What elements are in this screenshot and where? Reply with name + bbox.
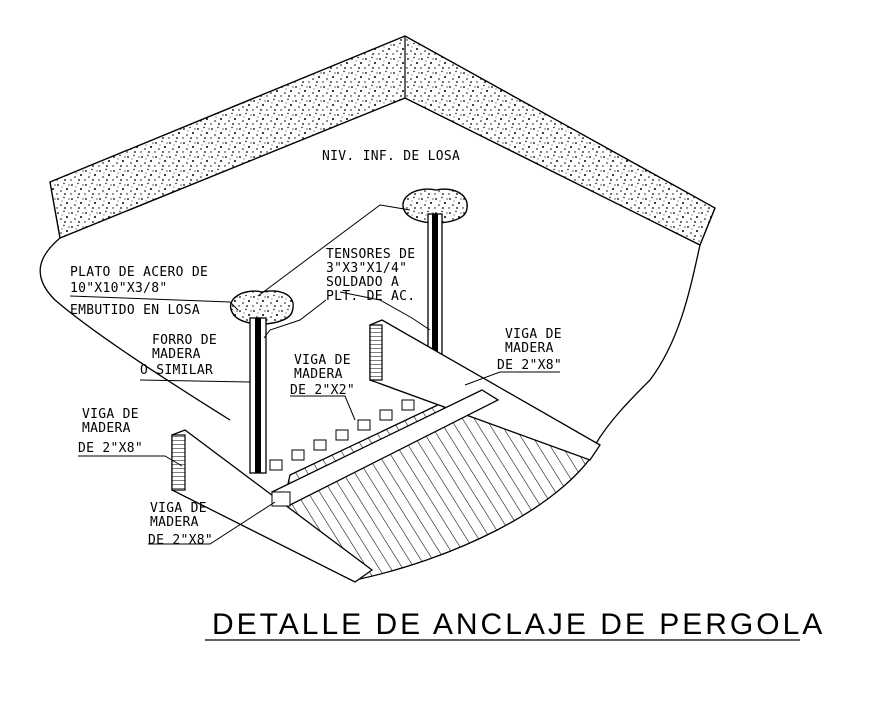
svg-text:DE 2"X2": DE 2"X2" [290,383,355,398]
svg-text:MADERA: MADERA [505,341,554,356]
svg-text:TENSORES DE: TENSORES DE [326,247,415,262]
svg-text:DE 2"X8": DE 2"X8" [497,358,562,373]
svg-text:PLT. DE AC.: PLT. DE AC. [326,289,415,304]
svg-text:VIGA DE: VIGA DE [505,327,562,342]
svg-text:VIGA DE: VIGA DE [82,407,139,422]
svg-text:FORRO DE: FORRO DE [152,333,217,348]
svg-text:VIGA DE: VIGA DE [294,353,351,368]
leader-lines [69,204,560,545]
ceiling-outline [39,237,701,446]
svg-text:10"X10"X3/8": 10"X10"X3/8" [70,281,168,296]
label-beam-right: VIGA DE MADERA DE 2"X8" [497,327,562,373]
svg-text:DE 2"X8": DE 2"X8" [148,533,213,548]
svg-text:DE 2"X8": DE 2"X8" [78,441,143,456]
svg-text:VIGA DE: VIGA DE [150,501,207,516]
label-beam-2x2: VIGA DE MADERA DE 2"X2" [290,353,355,398]
svg-text:SOLDADO A: SOLDADO A [326,275,399,290]
concrete-slab [49,35,716,246]
svg-text:PLATO DE ACERO DE: PLATO DE ACERO DE [70,265,208,280]
svg-text:3"X3"X1/4": 3"X3"X1/4" [326,261,407,276]
svg-text:MADERA: MADERA [150,515,199,530]
tensor-post-left [249,317,267,474]
beam-cross [270,389,500,507]
svg-text:MADERA: MADERA [294,367,343,382]
label-wood-lining: FORRO DE MADERA O SIMILAR [140,333,217,378]
label-beam-bottom: VIGA DE MADERA DE 2"X8" [148,501,213,548]
svg-text:O SIMILAR: O SIMILAR [140,363,213,378]
label-slab-level: NIV. INF. DE LOSA [322,149,460,164]
tensor-post-right [427,213,443,360]
label-tensors: TENSORES DE 3"X3"X1/4" SOLDADO A PLT. DE… [326,247,415,304]
svg-text:MADERA: MADERA [82,421,131,436]
beam-right [369,319,601,461]
drawing-title: DETALLE DE ANCLAJE DE PERGOLA [212,608,825,641]
label-steel-plate: PLATO DE ACERO DE 10"X10"X3/8" EMBUTIDO … [70,265,208,318]
svg-text:MADERA: MADERA [152,347,201,362]
label-beam-left: VIGA DE MADERA DE 2"X8" [78,407,143,456]
svg-text:EMBUTIDO EN LOSA: EMBUTIDO EN LOSA [70,303,200,318]
